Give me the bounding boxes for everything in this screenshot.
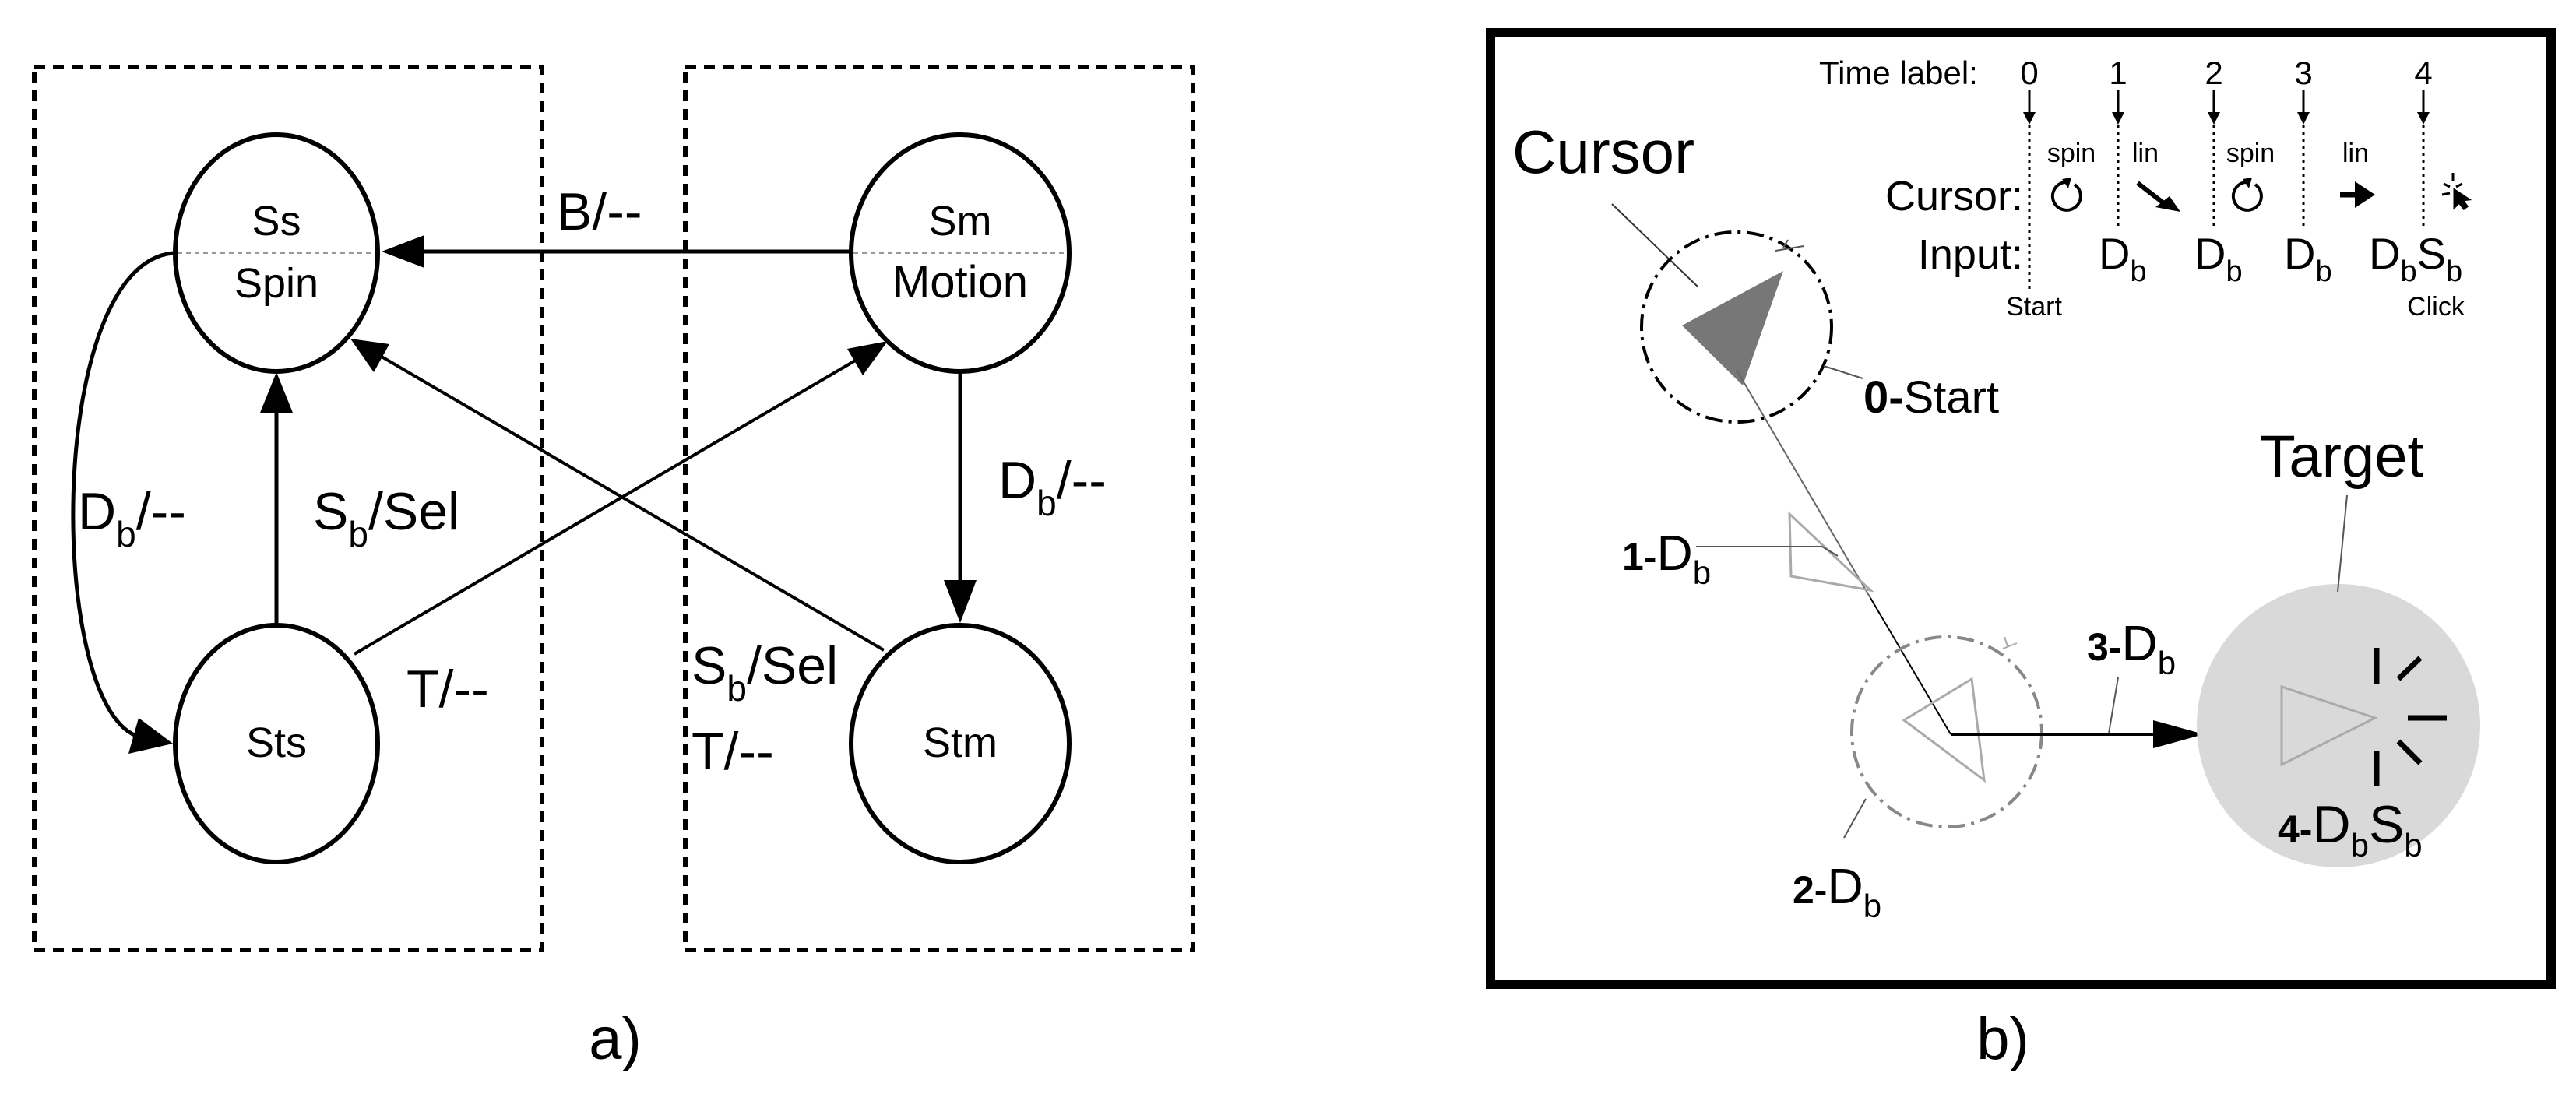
arrowhead [128, 718, 173, 754]
tick-arrow [2112, 112, 2124, 125]
edge-sts-sm [353, 358, 858, 656]
state-stm-name: Stm [923, 719, 998, 766]
step2-label: 2-Db [1793, 858, 1881, 924]
step0-label: 0-Start [1863, 372, 1999, 423]
step4-label: 4-DbSb [2278, 795, 2423, 864]
trajectory: Cursor [1512, 118, 2480, 924]
tick-arrow [2208, 112, 2220, 125]
input-3: Db [2284, 229, 2332, 288]
spin-icon [2231, 178, 2263, 212]
panel-b-frame [1486, 28, 2556, 989]
cursor-triangle-outline [2280, 684, 2378, 767]
state-ss-name: Ss [252, 198, 301, 244]
input-4: DbSb [2369, 229, 2462, 288]
tick-arrow [2417, 112, 2430, 125]
edge-label-b: B/-- [557, 182, 642, 241]
edge-label-db-left: Db/-- [78, 482, 186, 554]
arrowhead [2153, 720, 2204, 748]
edge-label-sb-sel-2: Sb/Sel [692, 636, 838, 709]
linear-arrow-icon [2340, 181, 2375, 208]
state-stm: Stm [849, 623, 1072, 864]
state-sts: Sts [173, 623, 380, 864]
edge-label-sb-sel: Sb/Sel [313, 482, 459, 554]
state-ss-sub: Spin [234, 260, 318, 307]
arrowhead [382, 235, 424, 268]
state-sts-name: Sts [246, 719, 307, 766]
edge-stm-ss [380, 355, 885, 652]
edge-ss-sts [71, 251, 174, 738]
tick-0: 0 [2020, 55, 2038, 91]
click-label: Click [2407, 292, 2465, 322]
time-label: Time label: [1819, 55, 1978, 91]
linear-arrow-icon [2136, 181, 2180, 212]
spin-label-2: spin [2226, 139, 2275, 168]
panel-a: Ss Spin Sm Motion Sts Stm [32, 65, 1195, 1072]
step3-label: 3-Db [2087, 615, 2176, 681]
timeline: Time label: 0 1 2 3 4 [1819, 55, 2472, 322]
tick-1: 1 [2109, 55, 2127, 91]
lin-label-2: lin [2342, 139, 2369, 168]
cursor-row-label: Cursor: [1885, 173, 2023, 220]
spin-label-1: spin [2047, 139, 2096, 168]
input-row-label: Input: [1918, 231, 2023, 278]
edge-label-t-right: T/-- [692, 722, 774, 781]
edge-label-db-right: Db/-- [998, 451, 1107, 523]
panel-b: Time label: 0 1 2 3 4 [1486, 28, 2556, 1072]
start-circle [1640, 230, 1833, 424]
step1-label: 1-Db [1622, 525, 1711, 591]
arrowhead [350, 339, 389, 372]
tick-arrow [2023, 112, 2036, 125]
right-dashed-group [683, 65, 1195, 952]
state-ss: Ss Spin [173, 132, 380, 374]
state-sm-sub: Motion [892, 257, 1028, 308]
start-label: Start [2006, 292, 2062, 322]
cursor-label: Cursor [1512, 118, 1694, 186]
caption-b: b) [1976, 1006, 2029, 1072]
tick-3: 3 [2294, 55, 2312, 91]
lin-label-1: lin [2132, 139, 2159, 168]
input-1: Db [2099, 229, 2147, 288]
cursor-triangle-outline [1902, 677, 1986, 783]
tick-4: 4 [2414, 55, 2432, 91]
cursor-triangle-filled [1682, 271, 1783, 385]
arrowhead [260, 372, 293, 413]
spin-icon [2050, 178, 2082, 212]
arrowhead [944, 580, 977, 623]
caption-a: a) [589, 1006, 642, 1072]
left-dashed-group [32, 65, 544, 952]
state-sm: Sm Motion [849, 132, 1072, 374]
target-label: Target [2259, 424, 2423, 490]
click-burst-icon [2374, 648, 2447, 786]
tick-arrow [2297, 112, 2310, 125]
tick-2: 2 [2205, 55, 2222, 91]
arrowhead [847, 341, 888, 375]
state-sm-name: Sm [929, 198, 992, 244]
click-cursor-icon [2441, 173, 2472, 211]
target-circle [2197, 584, 2480, 867]
input-2: Db [2194, 229, 2243, 288]
step2-circle [1850, 635, 2043, 828]
edge-label-t-left: T/-- [406, 660, 489, 719]
